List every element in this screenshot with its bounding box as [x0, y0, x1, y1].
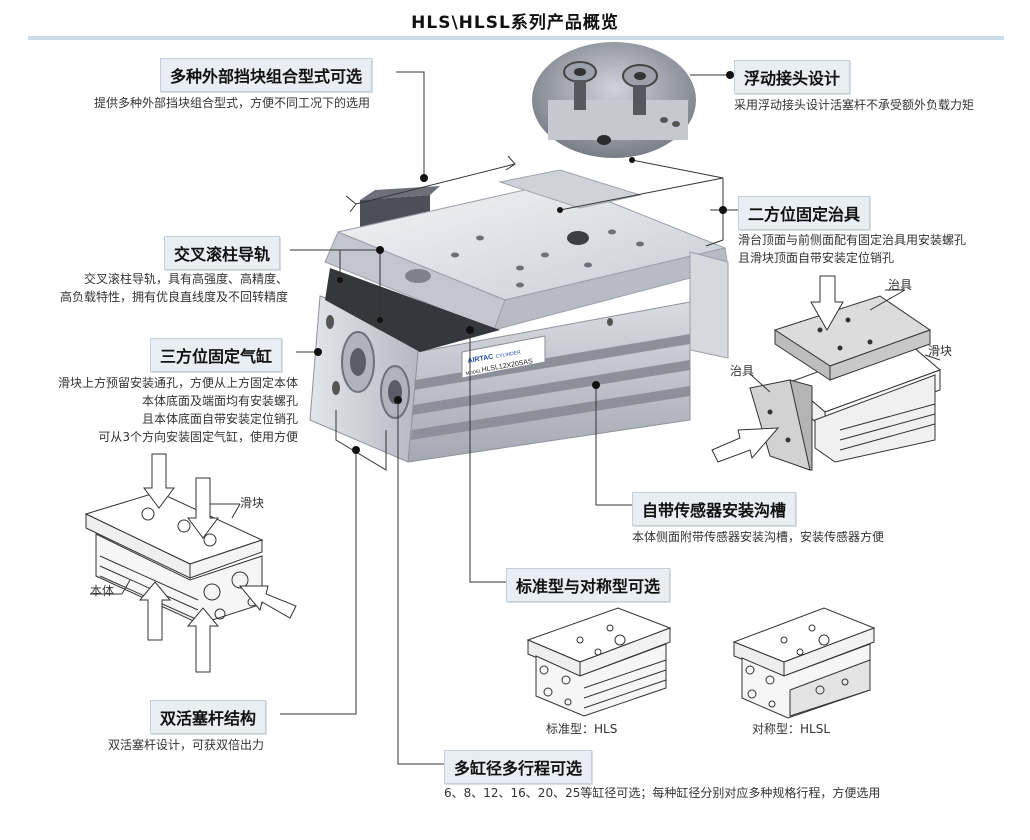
feature-desc-mount-line: 可从3个方向安装固定气缸，使用方便 [98, 430, 298, 444]
label-body-left: 本体 [90, 584, 115, 598]
main-cylinder-illustration: AIRTAC CYLINDER MODEL HLSL12X20SAS [309, 169, 729, 463]
feature-desc-sensor: 本体侧面附带传感器安装沟槽，安装传感器方便 [632, 530, 885, 544]
feature-desc-roller-line: 交叉滚柱导轨，具有高强度、高精度、 [83, 272, 288, 286]
fixture-mount-drawing [711, 275, 941, 471]
feature-desc-piston: 双活塞杆设计，可获双倍出力 [108, 738, 265, 752]
title-divider [28, 36, 1004, 40]
feature-tag-symmetric: 标准型与对称型可选 [506, 568, 671, 602]
body-mount-drawing [84, 453, 297, 673]
floating-joint-inset [532, 42, 696, 158]
label-jig-top: 治具 [888, 278, 913, 292]
feature-tag-floating: 浮动接头设计 [734, 60, 851, 94]
feature-desc-stopper: 提供多种外部挡块组合型式，方便不同工况下的选用 [94, 96, 371, 110]
leader-lines [280, 71, 738, 765]
feature-desc-roller-line: 高负载特性，拥有优良直线度及不回转精度 [59, 290, 288, 304]
standard-type-drawing [526, 607, 672, 717]
label-slider-right: 滑块 [928, 344, 953, 358]
leader-dots [314, 71, 734, 454]
feature-tag-sensor: 自带传感器安装沟槽 [632, 492, 797, 526]
brand-marking: AIRTAC [467, 354, 494, 365]
feature-tag-stopper: 多种外部挡块组合型式可选 [160, 58, 373, 92]
feature-desc-fixture: 滑台顶面与前侧面配有固定治具用安装螺孔 且滑块顶面自带安装定位销孔 [738, 231, 966, 267]
feature-desc-mount-line: 滑块上方预留安装通孔，方便从上方固定本体 [57, 376, 298, 390]
feature-tag-piston: 双活塞杆结构 [150, 700, 267, 734]
label-jig-left: 治具 [730, 364, 755, 378]
label-symmetric-type: 对称型：HLSL [752, 722, 831, 736]
model-prefix: MODEL [465, 368, 482, 376]
feature-desc-mount: 滑块上方预留安装通孔，方便从上方固定本体 本体底面及端面均有安装螺孔 且本体底面… [28, 374, 298, 446]
feature-desc-mount-line: 本体底面及端面均有安装螺孔 [141, 394, 298, 408]
feature-desc-roller: 交叉滚柱导轨，具有高强度、高精度、 高负载特性，拥有优良直线度及不回转精度 [36, 270, 288, 306]
feature-desc-bore: 6、8、12、16、20、25等缸径可选；每种缸径分别对应多种规格行程，方便选用 [444, 786, 881, 800]
feature-desc-mount-line: 且本体底面自带安装定位销孔 [141, 412, 298, 426]
feature-desc-floating: 采用浮动接头设计活塞杆不承受额外负载力矩 [734, 98, 975, 112]
feature-tag-bore: 多缸径多行程可选 [444, 750, 593, 784]
feature-tag-roller: 交叉滚柱导轨 [164, 236, 281, 270]
label-slider-left: 滑块 [240, 496, 265, 510]
feature-tag-fixture: 二方位固定治具 [738, 196, 871, 230]
page-title: HLS\HLSL系列产品概览 [411, 13, 619, 33]
feature-desc-fixture-line: 且滑块顶面自带安装定位销孔 [738, 251, 895, 265]
brand-marking-extra: CYLINDER [495, 350, 521, 360]
symmetric-type-drawing [732, 607, 876, 719]
feature-tag-mount: 三方位固定气缸 [150, 338, 283, 372]
feature-desc-fixture-line: 滑台顶面与前侧面配有固定治具用安装螺孔 [738, 233, 967, 247]
label-standard-type: 标准型：HLS [546, 722, 618, 736]
